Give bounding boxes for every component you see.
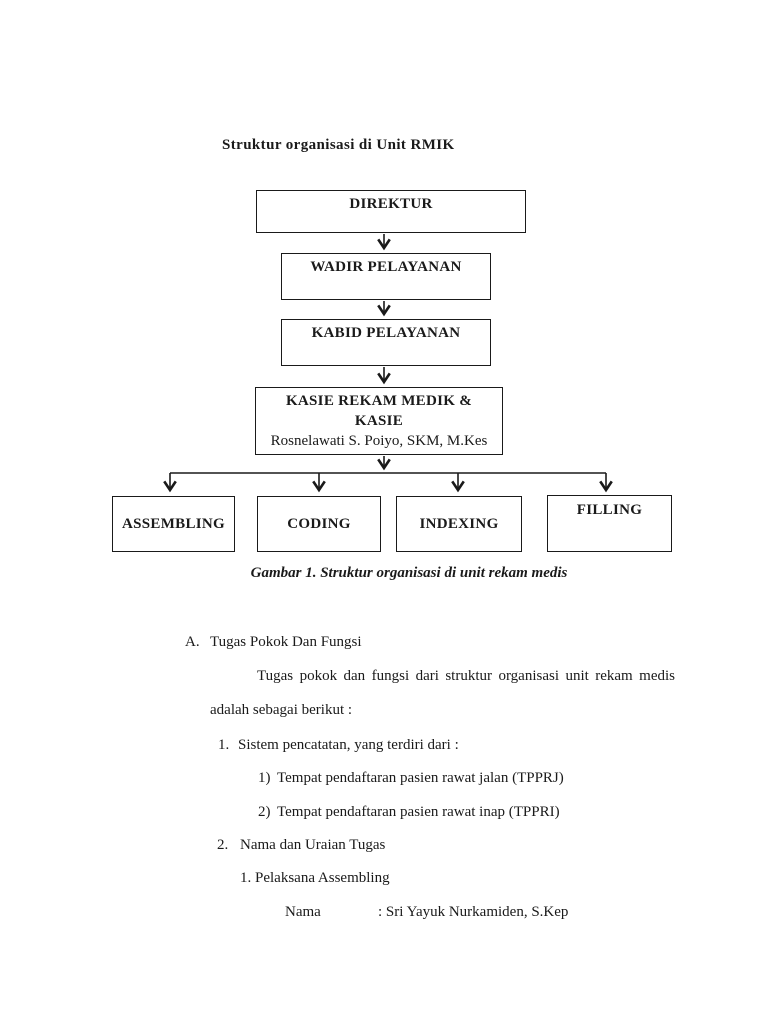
sub-item-2: 2) Tempat pendaftaran pasien rawat inap (… bbox=[258, 802, 560, 822]
page-title: Struktur organisasi di Unit RMIK bbox=[222, 137, 455, 153]
org-node-kasie-rekam-medik: KASIE REKAM MEDIK & KASIE Rosnelawati S.… bbox=[255, 387, 503, 455]
list-item-1-number: 1. bbox=[218, 737, 230, 753]
figure-caption: Gambar 1. Struktur organisasi di unit re… bbox=[250, 565, 568, 581]
nama-value: : Sri Yayuk Nurkamiden, S.Kep bbox=[378, 904, 569, 920]
list-item-1-text: Sistem pencatatan, yang terdiri dari : bbox=[238, 737, 459, 753]
sub-item-1-number: 1) bbox=[258, 770, 271, 786]
sub-item-2-text: Tempat pendaftaran pasien rawat inap (TP… bbox=[277, 804, 560, 820]
org-node-coding-label: CODING bbox=[287, 515, 351, 532]
list-item-1: 1. Sistem pencatatan, yang terdiri dari : bbox=[218, 735, 459, 755]
org-node-direktur: DIREKTUR bbox=[256, 190, 526, 233]
org-node-kasie-person-name: Rosnelawati S. Poiyo, SKM, M.Kes bbox=[270, 433, 488, 449]
sub-item-assembling: 1. Pelaksana Assembling bbox=[240, 870, 390, 886]
org-node-wadir-pelayanan: WADIR PELAYANAN bbox=[281, 253, 491, 300]
nama-label: Nama bbox=[285, 904, 321, 920]
section-a-label: A. bbox=[185, 634, 200, 650]
org-node-assembling: ASSEMBLING bbox=[112, 496, 235, 552]
org-node-wadir-label: WADIR PELAYANAN bbox=[310, 259, 462, 275]
nama-line: Nama : Sri Yayuk Nurkamiden, S.Kep bbox=[285, 902, 568, 922]
org-node-indexing: INDEXING bbox=[396, 496, 522, 552]
sub-item-1: 1) Tempat pendaftaran pasien rawat jalan … bbox=[258, 768, 564, 788]
org-node-filling: FILLING bbox=[547, 495, 672, 552]
org-node-direktur-label: DIREKTUR bbox=[349, 196, 433, 212]
sub-item-1-text: Tempat pendaftaran pasien rawat jalan (T… bbox=[277, 770, 564, 786]
org-node-kabid-label: KABID PELAYANAN bbox=[311, 325, 461, 341]
org-node-assembling-label: ASSEMBLING bbox=[121, 515, 226, 532]
paragraph-line-2: adalah sebagai berikut : bbox=[210, 702, 353, 718]
org-node-kasie-label-line1: KASIE REKAM MEDIK & bbox=[285, 393, 473, 409]
list-item-2: 2. Nama dan Uraian Tugas bbox=[217, 835, 385, 855]
org-node-kabid-pelayanan: KABID PELAYANAN bbox=[281, 319, 491, 366]
org-node-indexing-label: INDEXING bbox=[419, 515, 499, 532]
org-node-kasie-label-line2: KASIE bbox=[354, 413, 404, 429]
section-a-title: Tugas Pokok Dan Fungsi bbox=[210, 634, 362, 650]
list-item-2-text: Nama dan Uraian Tugas bbox=[240, 837, 386, 853]
paragraph-line-1: Tugas pokok dan fungsi dari struktur org… bbox=[257, 668, 675, 684]
org-node-coding: CODING bbox=[257, 496, 381, 552]
org-node-filling-label: FILLING bbox=[576, 502, 643, 518]
sub-item-2-number: 2) bbox=[258, 804, 271, 820]
section-a-heading: A. Tugas Pokok Dan Fungsi bbox=[185, 632, 362, 652]
list-item-2-number: 2. bbox=[217, 837, 229, 853]
